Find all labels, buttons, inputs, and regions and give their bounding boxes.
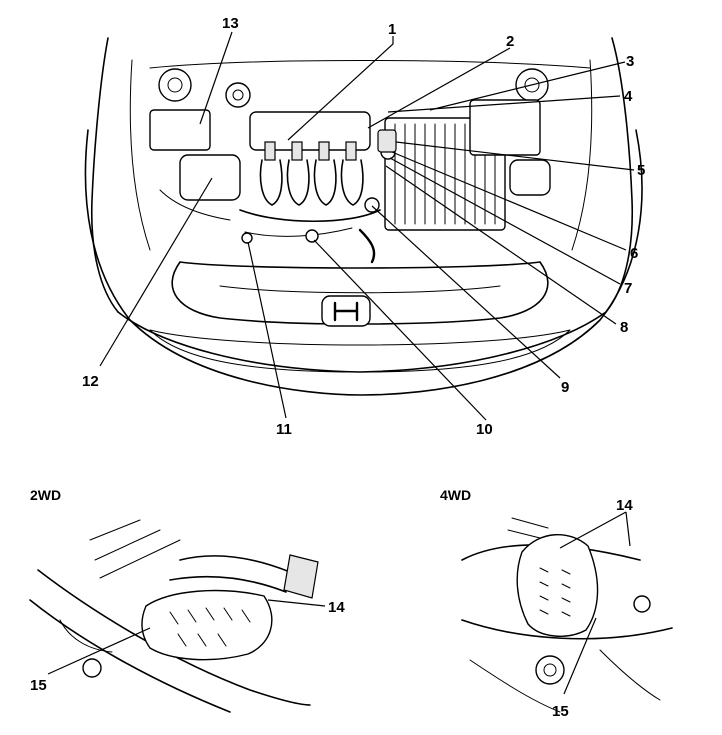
callout-label-3: 3 — [626, 53, 634, 70]
callout-14-2wd: 14 — [267, 599, 345, 616]
grille-upper — [171, 261, 549, 325]
callout-13: 13 — [199, 15, 239, 125]
callout-label-9: 9 — [561, 379, 569, 396]
grille-slot — [219, 285, 501, 294]
inset-4wd-title: 4WD — [440, 487, 471, 503]
callout-10: 10 — [313, 239, 493, 438]
right-fender — [605, 37, 634, 313]
callout-label-2: 2 — [506, 33, 514, 50]
connector-11 — [241, 232, 253, 244]
connector-10 — [305, 229, 319, 243]
4wd-mount — [633, 595, 651, 613]
intake-runner-2 — [286, 159, 310, 206]
callout-1: 1 — [287, 21, 396, 141]
left-inner-fender — [129, 59, 151, 251]
left-strut-tower — [158, 68, 192, 102]
2wd-pipe-a — [89, 519, 181, 579]
intake-runner-1 — [259, 159, 283, 206]
callout-6: 6 — [391, 151, 638, 262]
callout-label-8: 8 — [620, 319, 628, 336]
callout-3: 3 — [429, 53, 634, 111]
bumper-opening — [149, 329, 571, 373]
2wd-bolt — [82, 658, 102, 678]
4wd-frame-lower — [461, 619, 673, 640]
callout-15-2wd: 15 — [30, 627, 151, 694]
hose-left — [159, 189, 231, 221]
right-inner-fender — [571, 59, 593, 251]
callout-7: 7 — [389, 157, 632, 297]
intake-runner-4 — [340, 159, 364, 206]
callout-9: 9 — [371, 205, 569, 396]
callout-15-4wd: 15 — [552, 617, 597, 720]
engine-bay-illustration: 1 2 3 4 5 6 7 8 — [82, 15, 645, 438]
2wd-exhaust-flange — [283, 554, 319, 599]
callout-label-1: 1 — [388, 21, 396, 38]
reservoir-cap — [225, 82, 251, 108]
lower-hose — [358, 228, 376, 264]
2wd-frame-rail-lower — [29, 599, 231, 713]
callout-12: 12 — [82, 177, 213, 390]
callout-label-4: 4 — [624, 88, 633, 105]
4wd-heat-shield — [516, 534, 599, 637]
callout-label-11: 11 — [276, 421, 292, 438]
ignition-coil-2 — [291, 141, 303, 161]
callout-label-5: 5 — [637, 162, 645, 179]
callout-label-14-2wd: 14 — [328, 599, 345, 616]
2wd-exhaust-pipe — [169, 555, 291, 593]
front-bumper-lower — [84, 129, 643, 396]
cowl-line — [149, 60, 591, 69]
callout-14-4wd: 14 — [559, 497, 633, 549]
battery — [469, 99, 541, 156]
ignition-coil-4 — [345, 141, 357, 161]
left-fender — [90, 37, 119, 313]
fuse-box — [149, 109, 211, 151]
callout-11: 11 — [247, 241, 292, 438]
ignition-coil-1 — [264, 141, 276, 161]
callout-label-12: 12 — [82, 373, 99, 390]
callout-label-6: 6 — [630, 245, 638, 262]
callout-8: 8 — [385, 165, 628, 336]
4wd-flange — [535, 655, 565, 685]
callout-label-10: 10 — [476, 421, 493, 438]
honda-emblem — [321, 295, 371, 327]
air-cleaner — [179, 154, 241, 201]
throttle-body — [377, 129, 397, 153]
callout-label-15-2wd: 15 — [30, 677, 47, 694]
2wd-heat-shield — [141, 589, 273, 661]
4wd-bracket — [507, 517, 549, 539]
coolant-reservoir — [509, 159, 551, 196]
2wd-frame-rail — [37, 569, 311, 706]
inset-4wd: 4WD 14 15 — [440, 487, 673, 720]
inset-2wd: 2WD 14 15 — [29, 487, 345, 713]
callout-label-15-4wd: 15 — [552, 703, 569, 720]
callout-2: 2 — [367, 33, 514, 129]
callout-label-14-4wd: 14 — [616, 497, 633, 514]
callout-5: 5 — [395, 141, 645, 179]
ignition-coil-3 — [318, 141, 330, 161]
wire-harness — [244, 227, 353, 237]
intake-plenum — [239, 209, 381, 222]
callout-label-7: 7 — [624, 280, 632, 297]
callout-4: 4 — [387, 88, 633, 113]
engine-head-cover — [249, 111, 371, 151]
inset-2wd-title: 2WD — [30, 487, 61, 503]
callout-label-13: 13 — [222, 15, 239, 32]
intake-runner-3 — [313, 159, 337, 206]
